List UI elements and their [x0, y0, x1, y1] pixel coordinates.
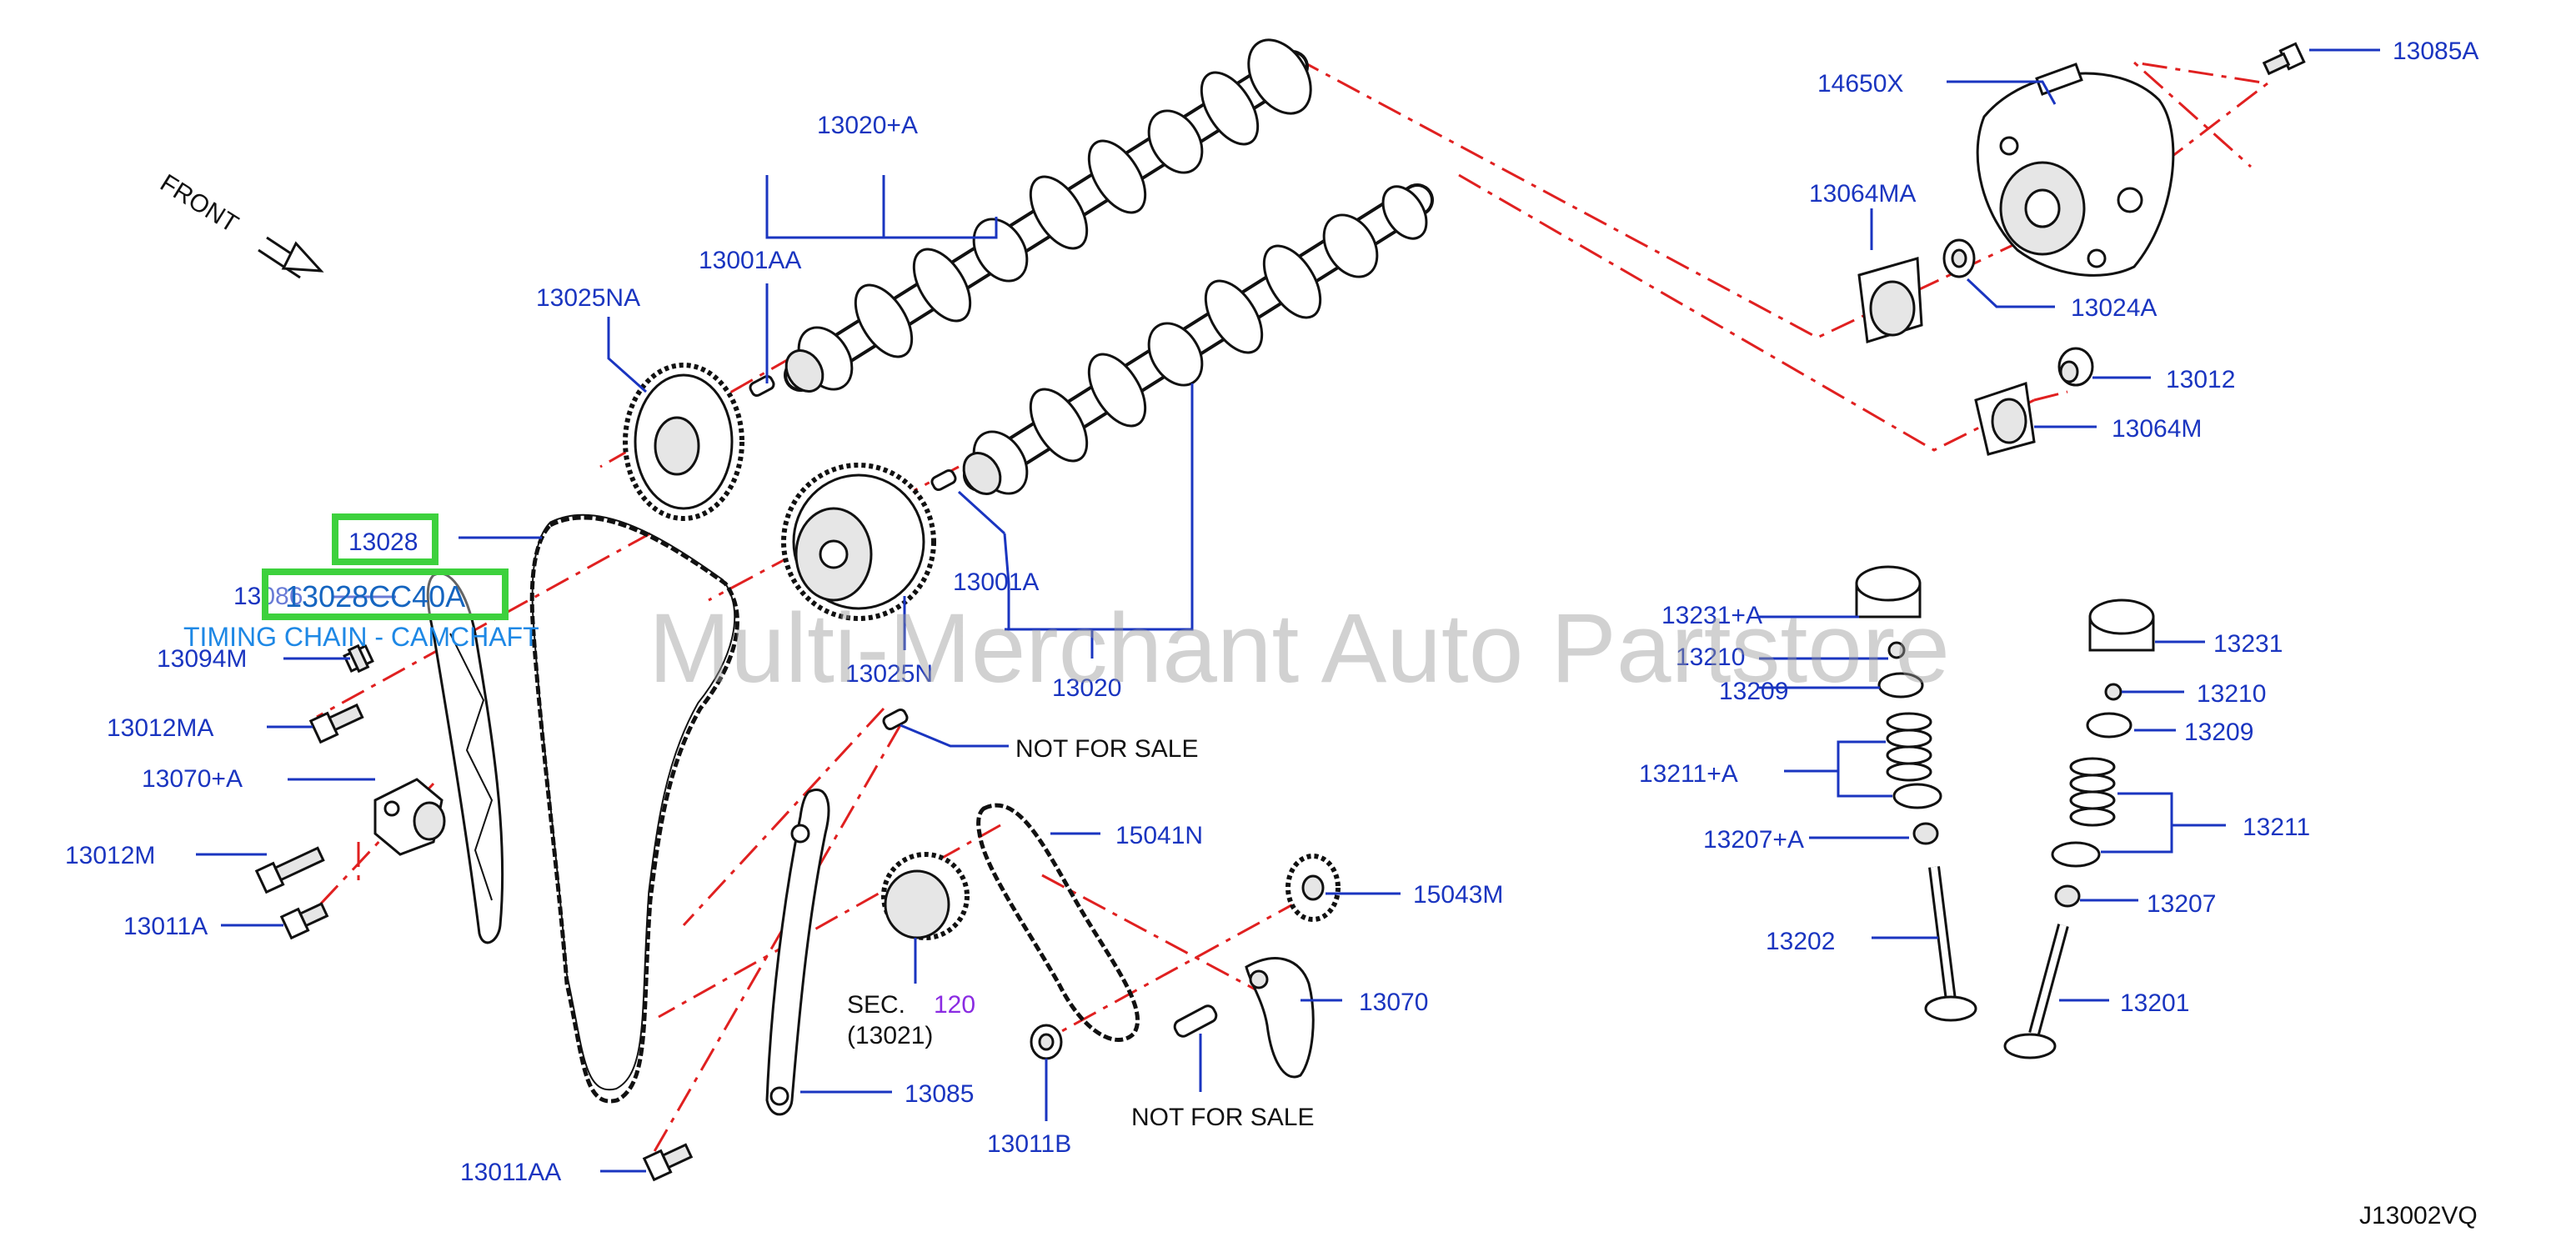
bolt-13085a [2262, 42, 2306, 76]
label-13070: 13070 [1359, 989, 1428, 1016]
label-13201: 13201 [2120, 989, 2189, 1017]
part-labels: 13020+A 13001AA 13025NA 13001A 13025N 13… [65, 38, 2478, 1186]
label-13231: 13231 [2213, 630, 2283, 658]
label-13209-b: 13209 [2184, 719, 2253, 746]
plug-13012 [2057, 347, 2094, 387]
front-arrow-icon [258, 236, 324, 279]
label-13202: 13202 [1766, 928, 1835, 955]
label-13012ma: 13012MA [107, 714, 213, 742]
timing-chain [529, 513, 739, 1104]
label-13012m: 13012M [65, 842, 155, 869]
exhaust-sprocket [781, 463, 936, 621]
label-13011b: 13011B [987, 1130, 1071, 1158]
nut-13011b [1030, 1024, 1063, 1060]
highlight-label-13028[interactable]: 13028 [348, 528, 418, 556]
sec-sub-label: (13021) [847, 1022, 933, 1049]
intake-sprocket [623, 363, 744, 521]
label-13210-a: 13210 [1676, 644, 1745, 671]
label-13210-b: 13210 [2197, 680, 2266, 708]
oring-13024a [1942, 238, 1976, 278]
label-13001a: 13001A [953, 568, 1039, 596]
label-15043m: 15043M [1413, 881, 1503, 909]
highlight-box-13028cc40a[interactable] [262, 568, 509, 620]
label-13024a: 13024A [2071, 294, 2157, 322]
label-13001aa: 13001AA [699, 247, 801, 274]
bolts-left [254, 644, 694, 1182]
label-13207: 13207 [2147, 890, 2216, 918]
label-13070a: 13070+A [142, 765, 243, 793]
label-13025n: 13025N [845, 660, 933, 688]
sec-number-link[interactable]: 120 [934, 991, 975, 1019]
label-13207a: 13207+A [1703, 826, 1804, 854]
notes: NOT FOR SALE NOT FOR SALE SEC. 120 (1302… [847, 735, 2478, 1229]
label-13064m: 13064M [2112, 415, 2202, 443]
oil-pump-chain [976, 803, 1140, 1042]
oil-pump-sprocket [1285, 854, 1341, 922]
label-13085: 13085 [905, 1080, 974, 1108]
label-13231a: 13231+A [1661, 602, 1762, 629]
label-13085a: 13085A [2393, 38, 2478, 65]
dowel-pins [749, 374, 1218, 1038]
highlight-box-13028[interactable] [332, 513, 439, 565]
label-13020: 13020 [1052, 674, 1121, 702]
leader-lines [196, 48, 2380, 1173]
crank-sprocket [881, 852, 970, 940]
label-13020a: 13020+A [817, 112, 918, 139]
label-14650x: 14650X [1817, 70, 1903, 98]
front-indicator: FRONT [155, 169, 324, 279]
label-13094m: 13094M [157, 645, 247, 673]
label-13211a: 13211+A [1639, 760, 1738, 788]
not-for-sale-note-2: NOT FOR SALE [1131, 1104, 1315, 1131]
not-for-sale-note-1: NOT FOR SALE [1015, 735, 1199, 763]
oil-pump-tensioner [1245, 957, 1315, 1079]
watermark: Multi-Merchant Auto Partstore [649, 593, 1950, 704]
chain-tensioner-guide [426, 572, 504, 944]
label-13209-a: 13209 [1719, 678, 1788, 705]
label-13211: 13211 [2243, 814, 2310, 841]
camshaft-lower [962, 183, 1434, 495]
label-13025na: 13025NA [536, 284, 640, 312]
label-15041n: 15041N [1115, 822, 1203, 849]
valve-train-exhaust [2003, 598, 2155, 1059]
label-13011aa: 13011AA [460, 1159, 561, 1186]
coupling-13064ma [1857, 257, 1923, 343]
sec-label: SEC. [847, 991, 905, 1019]
chain-tensioner [373, 778, 446, 856]
label-13064ma: 13064MA [1809, 180, 1916, 208]
coupling-13064m [1974, 382, 2036, 456]
front-label: FRONT [155, 169, 243, 238]
vacuum-pump [1976, 63, 2175, 277]
timing-chain-annotation: TIMING CHAIN - CAMCHAFT [183, 622, 539, 652]
valve-train-intake [1855, 565, 1977, 1022]
label-13011a: 13011A [123, 913, 208, 940]
highlight-label-13028cc40a[interactable]: 13028CC40A [285, 579, 465, 613]
diagram-code: J13002VQ [2359, 1202, 2478, 1229]
highlight-group: 13028 13028CC40A TIMING CHAIN - CAMCHAFT [183, 513, 539, 652]
chain-slack-guide [765, 789, 830, 1116]
camshaft-upper [784, 38, 1312, 393]
label-13012: 13012 [2166, 366, 2235, 393]
